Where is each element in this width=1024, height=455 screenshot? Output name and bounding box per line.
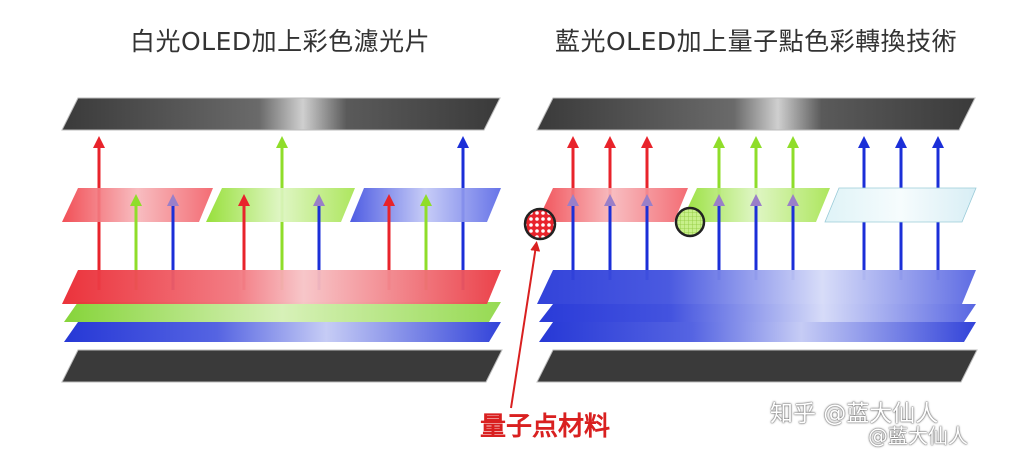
right-diagram-title: 藍光OLED加上量子點色彩轉換技術 [555,27,958,56]
watermark-line-1: 知乎 @蓝大仙人 [770,401,939,427]
right-blue-layer-3 [539,322,976,342]
right-bottom-substrate [536,349,978,383]
left-green-filter [206,188,355,222]
quantum-dot-material-label: 量子点材料 [480,412,611,442]
left-blue-layer [64,322,501,342]
left-top-glass [61,97,501,131]
left-diagram-title: 白光OLED加上彩色濾光片 [130,27,431,56]
left-diagram [61,97,503,383]
right-top-glass [536,97,976,131]
watermark-line-2: @藍大仙人 [868,424,968,448]
red-quantum-dot-circle [523,207,557,241]
left-green-layer [64,302,501,322]
right-diagram [510,97,978,409]
green-quantum-dot-circle [674,206,706,238]
right-clear-strip [824,187,977,223]
right-blue-layer-1 [537,270,976,304]
right-blue-layer-2 [539,304,976,322]
left-bottom-substrate [61,349,503,383]
right-red-qd-strip [537,188,688,222]
quantum-dot-annotation-arrow [510,241,541,409]
right-blue-input-arrows [567,194,799,280]
left-red-layer [62,270,501,304]
